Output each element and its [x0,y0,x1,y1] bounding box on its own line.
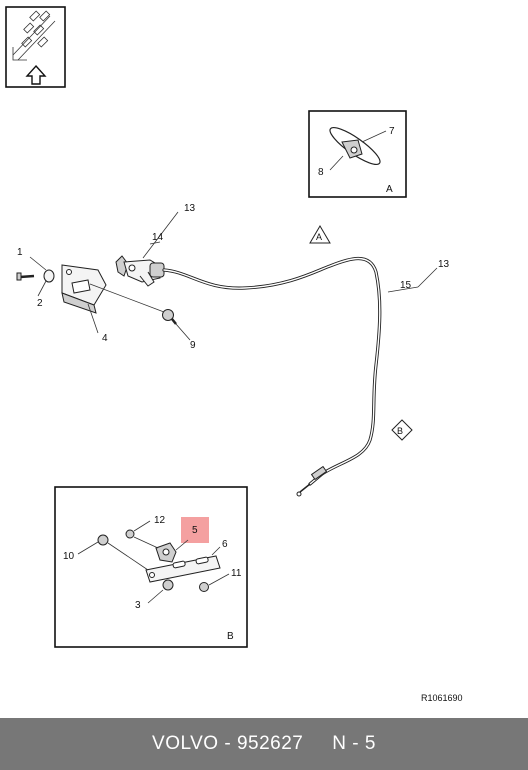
callout-4: 4 [102,333,108,344]
bracket-part-4 [61,264,107,314]
footer-brand: VOLVO [152,733,219,754]
exploded-parts-diagram: 7 8 A A B [5,6,463,703]
bolt-part-10 [97,534,109,546]
forward-arrow-icon [25,64,47,85]
bolt-part-12 [125,529,135,539]
bolt-part-9 [162,309,177,325]
view-marker-b-label: B [397,426,403,436]
cable-control-part-14 [115,255,165,287]
callout-2: 2 [37,298,43,309]
callout-7: 7 [389,126,395,137]
part-5-highlight [181,517,209,543]
bolt-part-1 [16,272,35,281]
callout-8: 8 [318,167,324,178]
view-marker-a-label: A [316,232,322,242]
washer-part-2 [43,269,55,283]
view-marker-a: A [309,225,331,244]
callout-6: 6 [222,539,228,550]
bolt-part-3 [162,579,174,591]
callout-1: 1 [17,247,23,258]
cable-part-15 [162,256,382,486]
footer-part-number: 952627 [236,733,304,754]
vehicle-orientation-icon [5,6,66,88]
callout-10: 10 [63,551,75,562]
callout-13-right: 13 [438,259,450,270]
detail-view-a: 7 8 A [308,110,407,198]
callout-12: 12 [154,515,166,526]
footer-separator: - [218,733,237,754]
callout-13-upper: 13 [184,203,196,214]
callout-11: 11 [231,568,242,579]
callout-9: 9 [190,340,196,351]
callout-15: 15 [400,280,412,291]
nut-part-11 [199,582,209,592]
view-marker-b: B [391,419,413,441]
detail-a-label: A [386,184,393,195]
callout-3: 3 [135,600,141,611]
detail-view-b: 5 12 6 10 11 3 B [54,486,248,648]
footer-bar: VOLVO - 952627 N - 5 [0,718,528,770]
reference-code: R1061690 [421,693,463,703]
callout-5: 5 [192,525,198,536]
detail-b-label: B [227,631,234,642]
footer-position-label: N - 5 [332,733,376,754]
callout-14: 14 [152,232,164,243]
